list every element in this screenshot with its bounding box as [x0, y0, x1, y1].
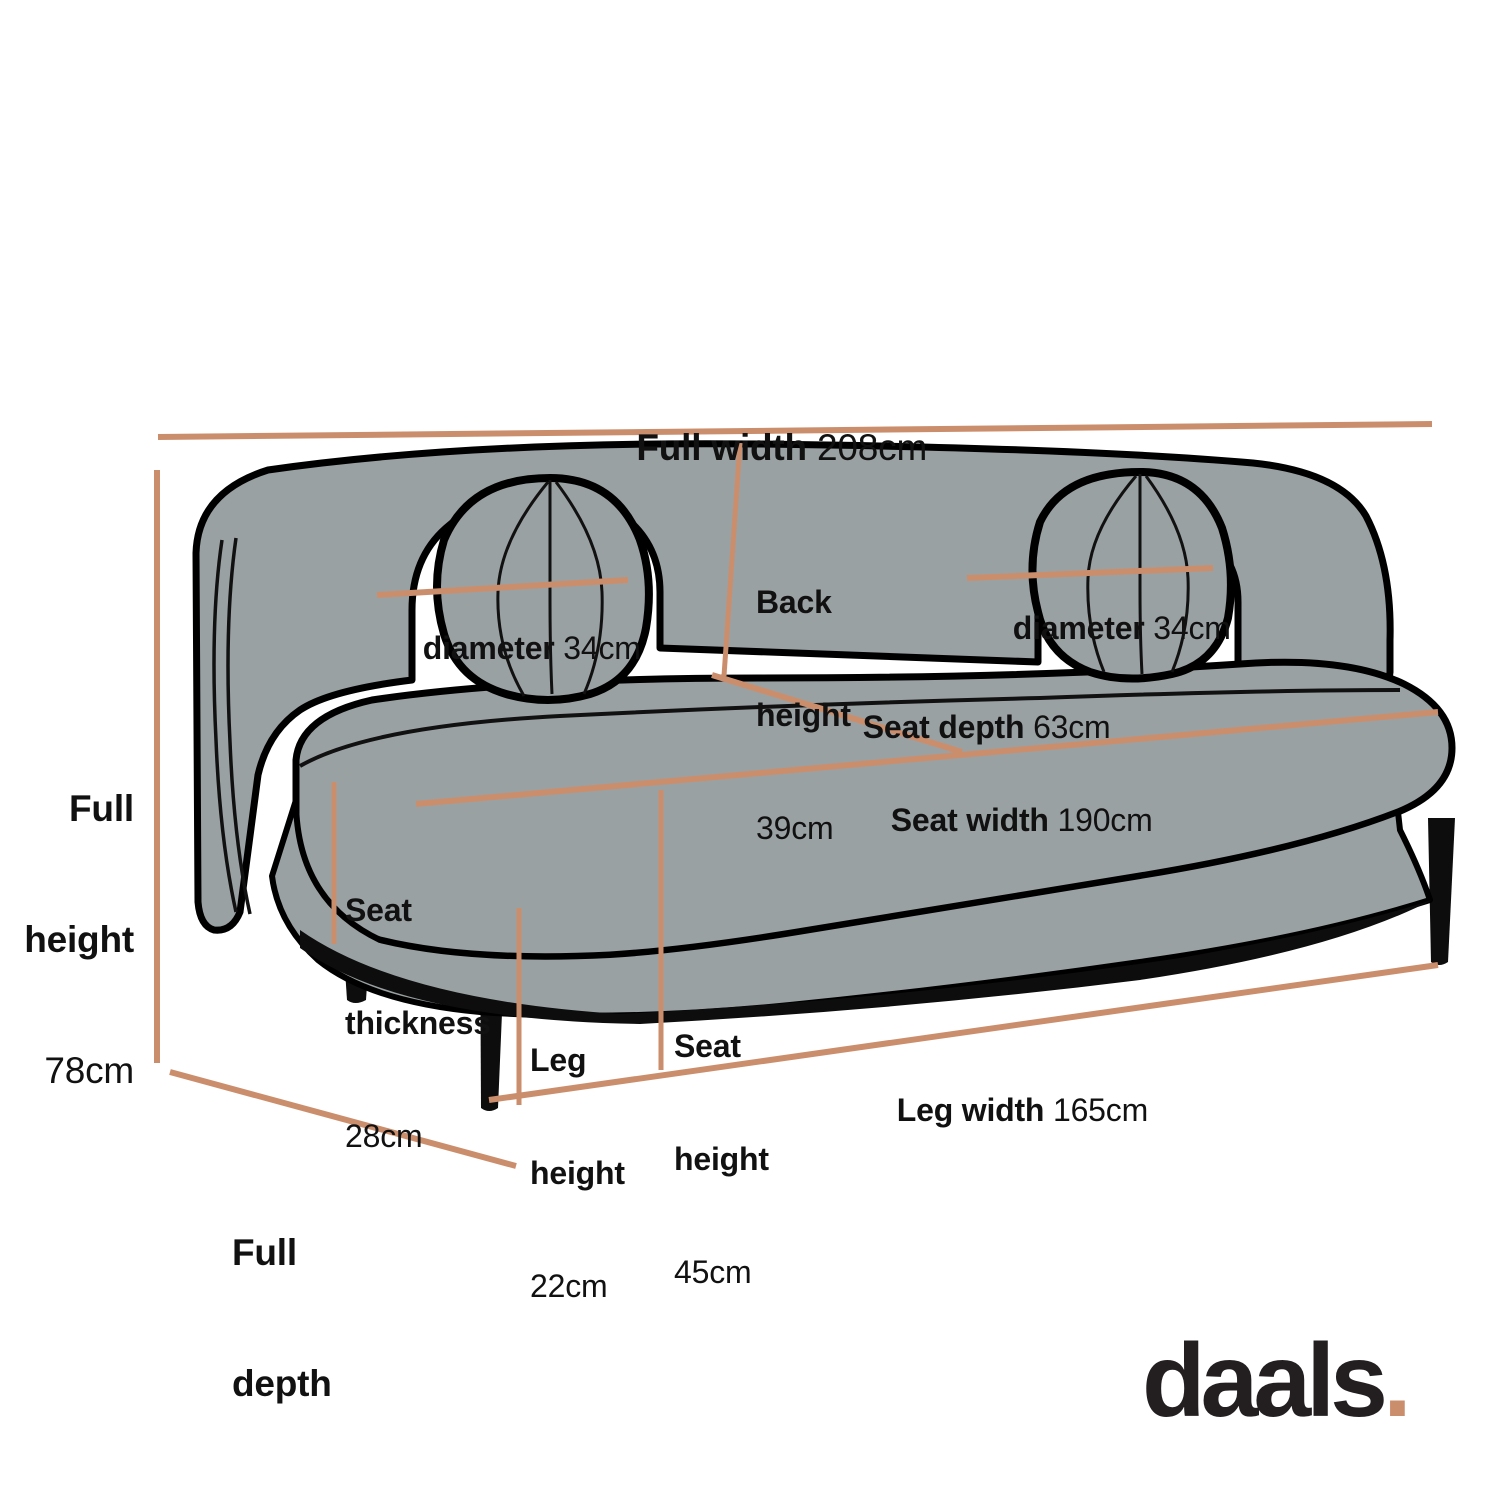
label-seat-height-line1: Seat [674, 1027, 741, 1064]
label-back-height: Back height 39cm [756, 508, 936, 923]
label-diameter-left: diameter 34cm [388, 592, 641, 705]
label-full-height-line2: height [24, 919, 134, 961]
label-seat-depth-value: 63cm [1033, 708, 1111, 745]
label-full-depth: Full depth 94cm [232, 1144, 462, 1496]
bolster-left-seam-1 [496, 481, 550, 697]
bolster-right-seam-2 [1138, 474, 1144, 675]
label-full-depth-line2: depth [232, 1363, 332, 1405]
label-seat-thickness-line1: Seat [345, 891, 412, 928]
label-full-depth-value: 94cm [232, 1493, 462, 1496]
dim-line-full-depth [169, 1069, 517, 1169]
armrest-crease-inner [226, 537, 252, 915]
label-seat-height: Seat height 45cm [674, 952, 834, 1367]
label-diameter-left-value: 34cm [563, 629, 641, 666]
label-full-height-line1: Full [69, 788, 134, 830]
label-full-width-name: Full width [636, 426, 807, 468]
label-seat-thickness: Seat thickness 28cm [345, 816, 555, 1231]
label-full-depth-line1: Full [232, 1232, 297, 1274]
label-seat-width-value: 190cm [1057, 801, 1153, 838]
label-diameter-right-value: 34cm [1153, 609, 1231, 646]
label-seat-depth-name: Seat depth [862, 708, 1025, 745]
label-back-height-line1: Back [756, 583, 832, 620]
label-seat-height-line2: height [674, 1140, 769, 1177]
armrest-crease-outer [212, 539, 238, 913]
dimension-lines [154, 421, 1439, 1169]
bolster-left-seam-3 [554, 481, 604, 695]
label-leg-width-value: 165cm [1052, 1091, 1149, 1128]
label-seat-thickness-line2: thickness [345, 1004, 491, 1041]
daals-logo: daals. [1142, 1322, 1412, 1441]
label-leg-height-line2: height [530, 1154, 625, 1191]
label-seat-width: Seat width 190cm [856, 764, 1153, 877]
label-full-width-value: 208cm [817, 426, 928, 468]
dim-line-leg-width [488, 962, 1439, 1103]
label-seat-height-value: 45cm [674, 1254, 752, 1290]
bolster-left-outline [433, 474, 653, 704]
label-diameter-left-name: diameter [422, 629, 555, 666]
label-diameter-right-name: diameter [1012, 609, 1145, 646]
dim-line-back-height [721, 442, 743, 677]
dim-line-seat-depth [711, 672, 963, 755]
bolster-right-outline [1028, 468, 1235, 683]
label-leg-height: Leg height 22cm [530, 966, 670, 1381]
bolster-cushion-left [433, 474, 653, 704]
dim-line-full-width [157, 421, 1433, 440]
sofa-base-underside [300, 900, 1432, 1024]
dim-line-diameter-right [966, 565, 1214, 581]
leg-front-right [1428, 818, 1455, 965]
logo-dot: . [1382, 1323, 1412, 1439]
label-full-width: Full width 208cm [596, 382, 927, 513]
label-seat-width-name: Seat width [890, 801, 1049, 838]
bolster-right-seam-1 [1086, 475, 1138, 673]
label-diameter-right: diameter 34cm [978, 572, 1231, 685]
bolster-cushion-right [1028, 468, 1235, 683]
dim-line-seat-width [415, 709, 1439, 807]
dim-line-diameter-left [376, 577, 629, 598]
label-back-height-line2: height [756, 696, 851, 733]
seat-cushion-top-seam [299, 688, 1401, 768]
label-leg-width-name: Leg width [896, 1091, 1045, 1128]
label-leg-width: Leg width 165cm [862, 1054, 1148, 1167]
label-full-height: Full height 78cm [0, 700, 134, 1180]
logo-wordmark: daals [1142, 1323, 1388, 1439]
label-back-height-value: 39cm [756, 810, 834, 846]
label-seat-depth: Seat depth 63cm [828, 671, 1111, 784]
label-seat-thickness-value: 28cm [345, 1118, 423, 1154]
label-leg-height-line1: Leg [530, 1041, 587, 1078]
label-full-height-value: 78cm [44, 1050, 134, 1092]
bolster-right-seam-3 [1144, 475, 1190, 673]
label-leg-height-value: 22cm [530, 1268, 608, 1304]
bolster-left-seam-2 [548, 479, 554, 695]
